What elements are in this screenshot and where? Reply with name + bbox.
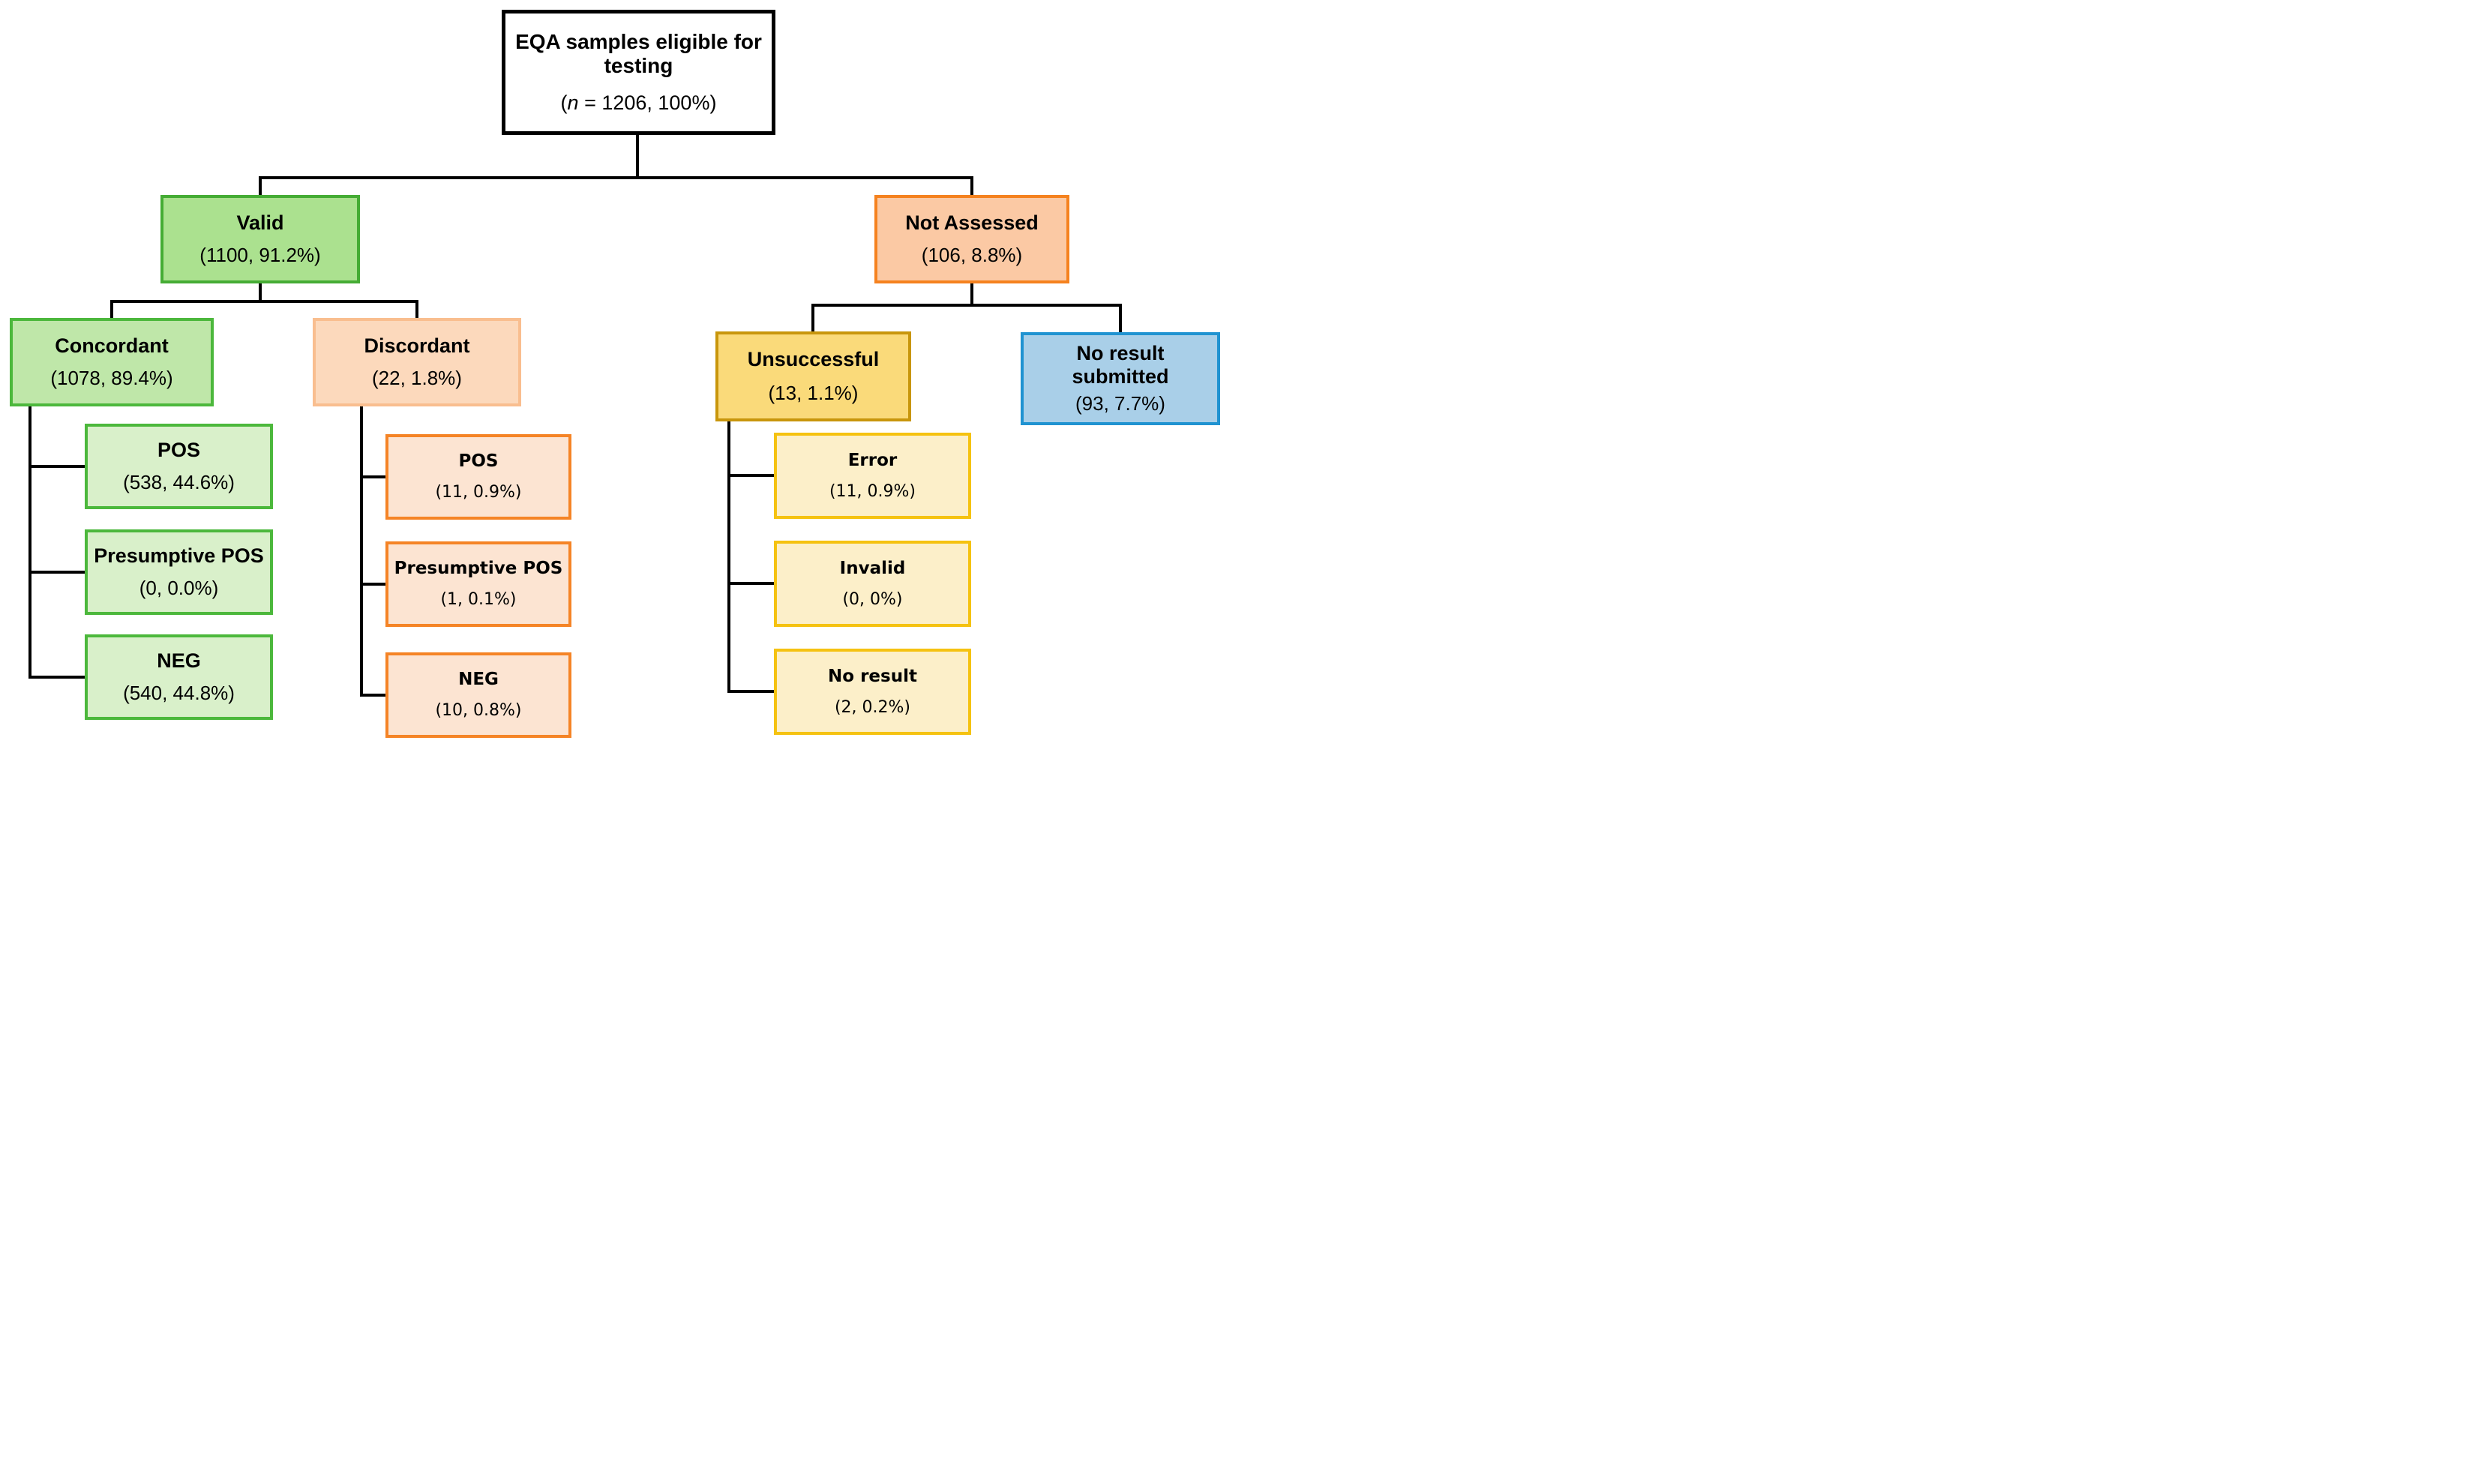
bracket-stub-error	[727, 474, 777, 477]
node-title: No result	[828, 666, 917, 686]
node-stat: (1100, 91.2%)	[199, 244, 321, 267]
node-discordant: Discordant (22, 1.8%)	[313, 318, 521, 406]
node-title: Discordant	[364, 334, 470, 357]
node-stat: (540, 44.8%)	[123, 681, 235, 704]
node-unsuccessful: Unsuccessful (13, 1.1%)	[715, 331, 911, 421]
node-stat: (13, 1.1%)	[768, 381, 859, 404]
node-eqa-samples-root: EQA samples eligible for testing (n = 12…	[502, 10, 775, 135]
connector-valid-down	[259, 283, 262, 300]
bracket-stub-concordant-pos	[28, 465, 88, 468]
bracket-stub-discordant-neg	[360, 694, 388, 697]
node-concordant-neg: NEG (540, 44.8%)	[85, 634, 273, 720]
node-title: POS	[458, 451, 499, 472]
node-stat: (1078, 89.4%)	[50, 367, 173, 390]
bracket-stub-invalid	[727, 582, 777, 585]
node-title: Unsuccessful	[747, 348, 880, 371]
node-title: Valid	[236, 211, 284, 234]
bracket-stub-no-result	[727, 690, 777, 693]
stat-variable-n: n	[567, 91, 579, 115]
node-discordant-pos: POS (11, 0.9%)	[385, 434, 571, 520]
node-no-result: No result (2, 0.2%)	[774, 649, 971, 735]
connector-to-unsuccessful	[811, 307, 814, 331]
node-concordant: Concordant (1078, 89.4%)	[10, 318, 214, 406]
node-stat: (11, 0.9%)	[435, 483, 522, 502]
node-stat: (538, 44.6%)	[123, 470, 235, 493]
bracket-discordant-vertical	[360, 406, 363, 697]
connector-to-valid	[259, 179, 262, 195]
node-stat: (10, 0.8%)	[435, 701, 522, 721]
node-not-assessed: Not Assessed (106, 8.8%)	[874, 195, 1069, 283]
node-title: Presumptive POS	[94, 544, 264, 568]
bracket-unsuccessful-vertical	[727, 421, 730, 693]
node-title: Presumptive POS	[394, 559, 563, 579]
node-stat: (0, 0.0%)	[139, 576, 219, 599]
node-title: Not Assessed	[905, 211, 1039, 234]
node-stat: (2, 0.2%)	[834, 697, 911, 717]
connector-to-not-assessed	[970, 179, 973, 195]
node-stat: (0, 0%)	[842, 589, 903, 609]
bracket-stub-discordant-pos	[360, 475, 388, 478]
node-stat: (1, 0.1%)	[440, 590, 517, 610]
node-title: No result submitted	[1072, 342, 1169, 388]
node-stat: (93, 7.7%)	[1075, 391, 1165, 415]
connector-level1-horizontal	[259, 176, 973, 179]
node-title: NEG	[157, 649, 201, 673]
bracket-concordant-vertical	[28, 406, 31, 679]
node-stat: (n = 1206, 100%)	[560, 91, 717, 115]
node-error: Error (11, 0.9%)	[774, 433, 971, 519]
connector-root-down	[636, 135, 639, 176]
node-discordant-neg: NEG (10, 0.8%)	[385, 652, 571, 738]
bracket-stub-concordant-presumptive-pos	[28, 571, 88, 574]
node-stat: (22, 1.8%)	[372, 367, 462, 390]
node-title: NEG	[458, 670, 499, 690]
connector-to-concordant	[110, 303, 113, 318]
node-concordant-pos: POS (538, 44.6%)	[85, 424, 273, 509]
node-discordant-presumptive-pos: Presumptive POS (1, 0.1%)	[385, 541, 571, 627]
bracket-stub-concordant-neg	[28, 676, 88, 679]
node-title: POS	[157, 439, 201, 462]
connector-not-assessed-horizontal	[811, 304, 1122, 307]
connector-to-discordant	[415, 303, 418, 318]
node-title: Invalid	[839, 558, 906, 578]
connector-not-assessed-down	[970, 283, 973, 304]
connector-to-no-result-submitted	[1119, 307, 1122, 332]
node-title: Concordant	[55, 334, 169, 357]
node-concordant-presumptive-pos: Presumptive POS (0, 0.0%)	[85, 529, 273, 615]
bracket-stub-discordant-presumptive-pos	[360, 583, 388, 586]
node-valid: Valid (1100, 91.2%)	[160, 195, 360, 283]
connector-valid-horizontal	[110, 300, 418, 303]
node-stat: (106, 8.8%)	[921, 244, 1023, 267]
node-no-result-submitted: No result submitted (93, 7.7%)	[1021, 332, 1220, 425]
node-title: EQA samples eligible for testing	[515, 29, 762, 78]
node-stat: (11, 0.9%)	[829, 481, 916, 501]
node-title: Error	[847, 450, 898, 470]
node-invalid: Invalid (0, 0%)	[774, 541, 971, 627]
